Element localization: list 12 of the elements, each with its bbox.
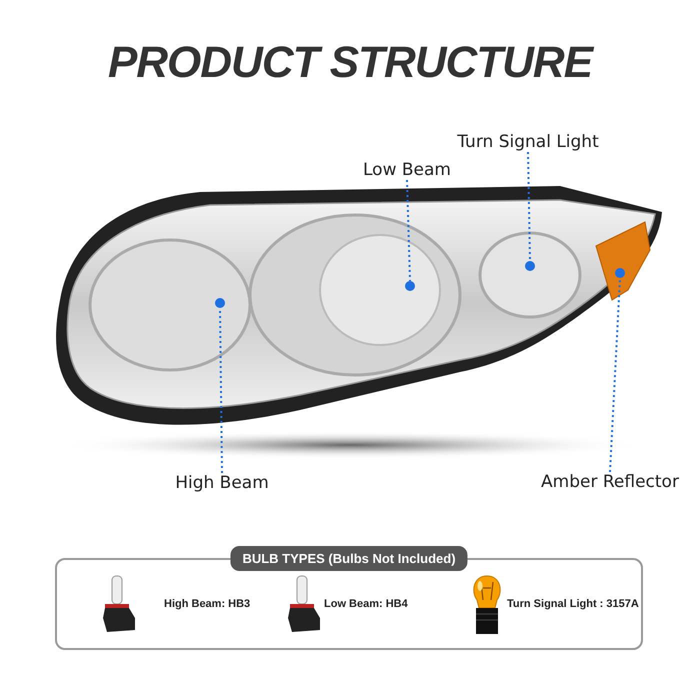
leader-line: [406, 180, 411, 282]
section-heading: BULB TYPES (Bulbs Not Included): [230, 546, 468, 571]
part-label: Turn Signal Light: [457, 132, 599, 152]
leader-line: [609, 278, 621, 472]
part-label: Low Beam: [363, 160, 451, 180]
leader-line: [527, 152, 531, 262]
title: PRODUCT STRUCTURE: [106, 38, 596, 88]
part-label: Amber Reflector: [541, 472, 679, 492]
bulb-caption: Turn Signal Light : 3157A: [507, 598, 639, 610]
part-label: High Beam: [175, 473, 269, 493]
bulb-caption: Low Beam: HB4: [324, 598, 408, 610]
bulb-caption: High Beam: HB3: [164, 598, 250, 610]
